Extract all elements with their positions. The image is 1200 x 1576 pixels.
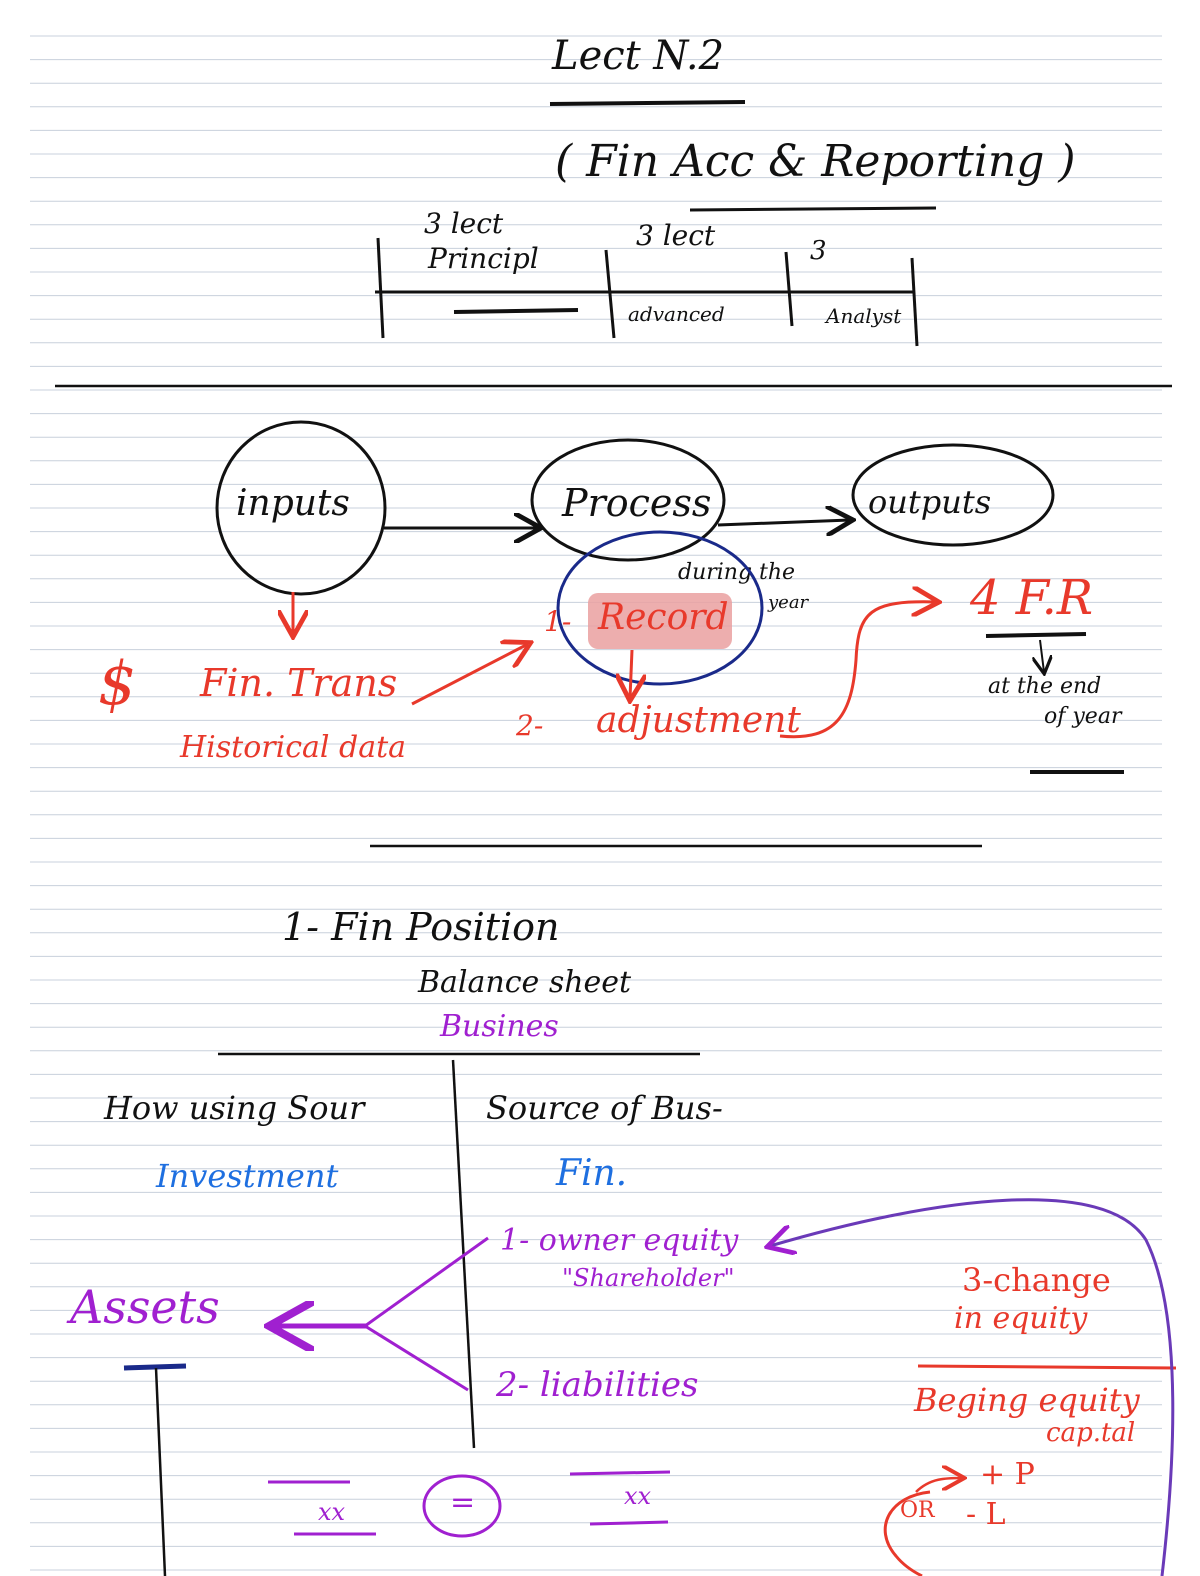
liabilities-branch — [364, 1324, 469, 1392]
outputs-circle — [851, 443, 1055, 547]
process-to-outputs-arrow — [717, 520, 850, 525]
balance-sheet-label: Balance sheet — [418, 965, 632, 1000]
timeline-seg3-top: 3 — [810, 236, 827, 266]
change-equity-title2: in equity — [954, 1301, 1088, 1336]
timeline-seg3-bottom: Analyst — [826, 304, 902, 328]
beginning-equity-label: Beging equity — [914, 1381, 1140, 1419]
historical-data-label: Historical data — [180, 730, 407, 765]
record-highlight — [588, 593, 732, 649]
timeline-tick-3 — [784, 251, 794, 327]
assets-column-line — [154, 1367, 167, 1576]
timeline-tick-end — [910, 257, 919, 347]
record-down-arrow — [630, 649, 632, 698]
business-label: Busines — [440, 1009, 559, 1044]
capital-label: cap.tal — [1046, 1418, 1136, 1448]
assets-total-xx: xx — [318, 1498, 346, 1526]
title-underline — [549, 100, 746, 106]
subtitle-underline — [689, 206, 937, 212]
timeline-seg1-top: 3 lect — [424, 207, 504, 240]
equity-loop-arrow — [770, 1198, 1175, 1576]
sources-total-xx: xx — [624, 1482, 652, 1510]
assets-underline — [123, 1363, 187, 1371]
outputs-label: outputs — [868, 483, 992, 521]
adjustment-label: adjustment — [596, 700, 801, 741]
lecture-title: Lect N.2 — [552, 33, 725, 79]
inputs-label: inputs — [236, 483, 350, 524]
equity-branch — [364, 1236, 489, 1328]
timeline-seg2-bottom: advanced — [628, 302, 725, 326]
fin-trans-label: Fin. Trans — [200, 661, 398, 705]
dollar-sign: $ — [98, 649, 137, 719]
right-column-header: Source of Bus- — [486, 1089, 723, 1127]
or-bracket — [883, 1490, 931, 1576]
adjustment-to-fr-arrow — [779, 602, 936, 739]
principl-underline — [453, 308, 579, 314]
liabilities-label: 2- liabilities — [496, 1365, 699, 1405]
equals-circle — [422, 1474, 502, 1538]
change-equity-title: 3-change — [962, 1261, 1111, 1299]
plus-profit-label: + P — [980, 1457, 1035, 1492]
equals-sign: = — [450, 1485, 476, 1520]
timeline-seg1-bottom: Principl — [428, 242, 539, 275]
or-label: OR — [900, 1498, 935, 1523]
during-the-label: during the — [678, 560, 796, 585]
fin-trans-to-record-arrow — [411, 644, 528, 706]
sources-total-line — [569, 1470, 671, 1476]
record-circle — [556, 530, 764, 686]
fin-label: Fin. — [556, 1153, 628, 1194]
sources-total-underline — [589, 1520, 669, 1526]
timeline-tick-start — [376, 237, 385, 339]
four-fr-label: 4 F.R — [970, 570, 1094, 626]
timeline-seg2-top: 3 lect — [636, 219, 716, 252]
owner-equity-label: 1- owner equity — [500, 1223, 739, 1258]
fin-position-heading: 1- Fin Position — [282, 905, 560, 949]
process-circle — [530, 438, 726, 562]
at-the-end-label: at the end — [988, 674, 1102, 699]
shareholder-note: "Shareholder" — [562, 1264, 735, 1292]
assets-label: Assets — [70, 1280, 220, 1334]
record-label: Record — [598, 597, 729, 638]
inputs-circle — [215, 420, 387, 596]
left-column-header: How using Sour — [104, 1089, 365, 1127]
course-subtitle: ( Fin Acc & Reporting ) — [555, 136, 1076, 187]
fr-down-arrow — [1040, 639, 1044, 672]
year-label: year — [768, 592, 809, 613]
adjustment-number: 2- — [516, 709, 544, 742]
investment-label: Investment — [156, 1157, 339, 1195]
fr-underline — [985, 632, 1087, 638]
or-arrow — [915, 1478, 962, 1493]
of-year-label: of year — [1044, 704, 1122, 729]
equity-section-divider — [917, 1364, 1177, 1370]
minus-loss-label: - L — [966, 1497, 1006, 1532]
process-label: Process — [562, 481, 712, 525]
timeline-tick-2 — [604, 249, 616, 339]
